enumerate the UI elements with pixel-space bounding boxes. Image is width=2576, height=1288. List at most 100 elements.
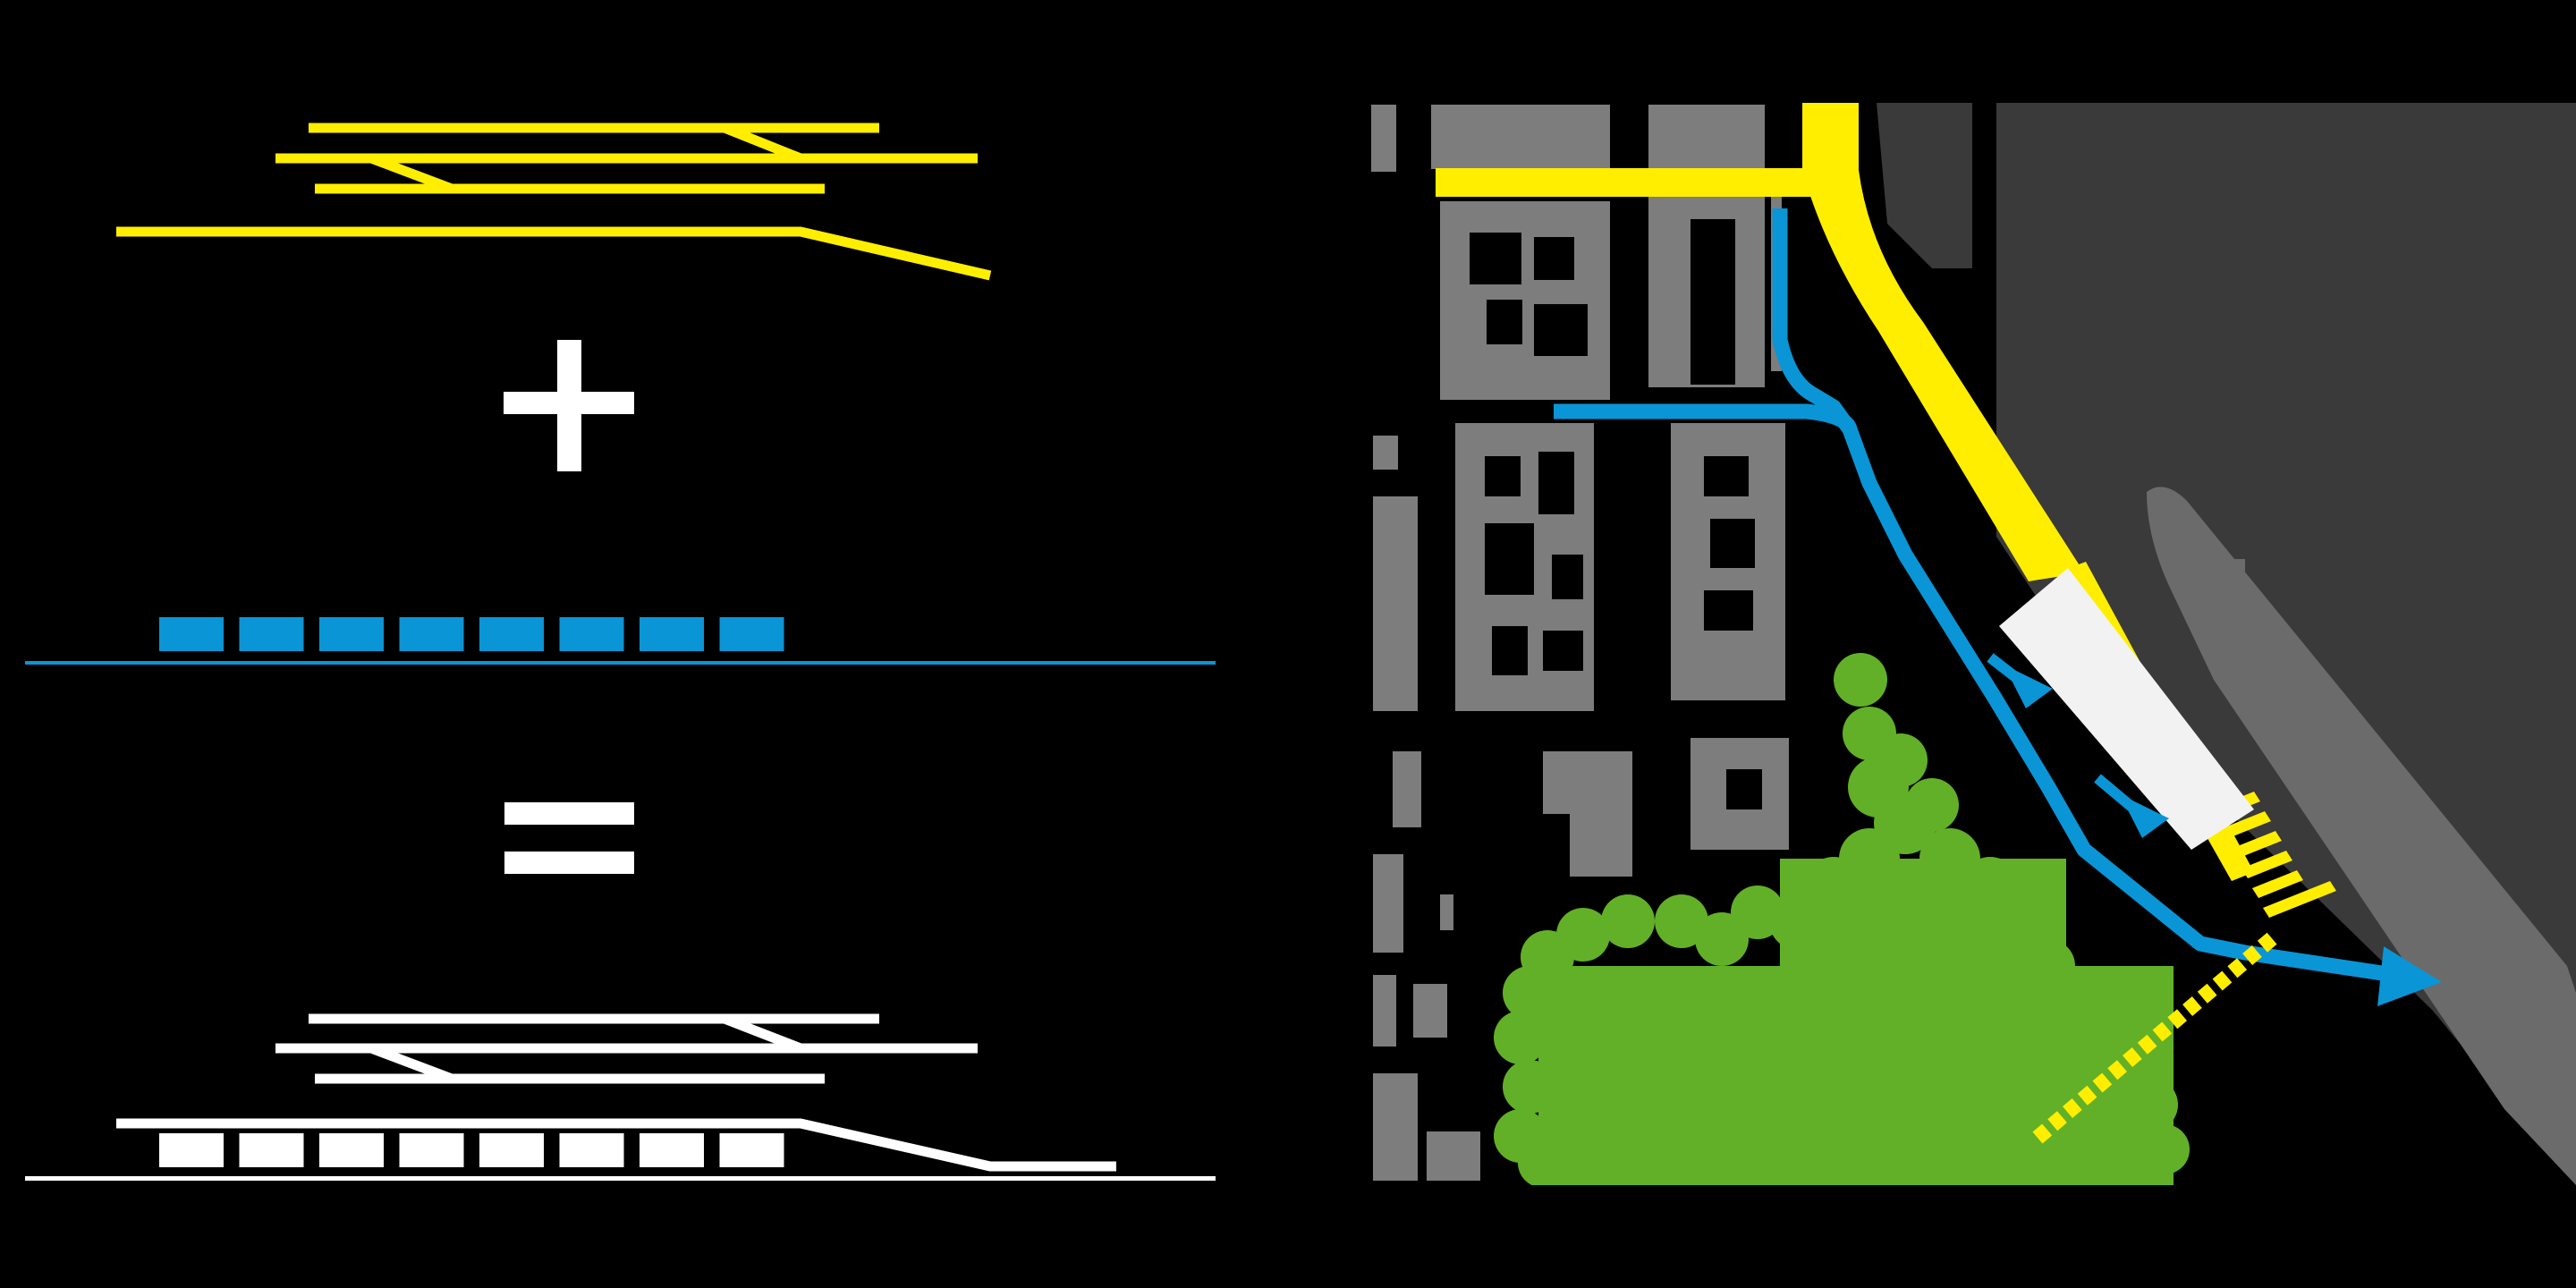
courtyard [1485,456,1521,496]
ship-bridge [2209,559,2245,586]
arrow-stem [1987,653,2034,693]
combined-result-group [25,1013,1216,1181]
city-block [1427,1131,1480,1181]
courtyard [1534,237,1574,280]
city-block [1440,201,1610,400]
blue-route [1554,208,2442,1006]
park-tree [2021,939,2075,993]
blue-unit-block [559,617,624,651]
city-block [1393,751,1421,827]
white-unit-block [319,1133,384,1167]
stair-step [2263,881,2336,918]
blue-unit-block [399,617,464,651]
stair-step [2252,870,2303,898]
park-tree [1503,966,1556,1020]
blue-units-group [25,617,1216,665]
park-tree [1601,894,1655,948]
courtyard [1710,519,1755,568]
city-block [1373,1073,1418,1181]
arrow-icon [2377,946,2442,1006]
white-unit-block [399,1133,464,1167]
courtyards [1470,219,1762,809]
left-panel [25,123,1216,1181]
track-switch-b [369,153,453,194]
courtyard [1485,523,1534,595]
terminal-building [1999,568,2254,850]
white-unit-block [159,1133,224,1167]
city-block [1373,975,1396,1046]
track-switch-a [722,123,803,164]
park-area [1494,653,2190,1185]
city-block [1413,984,1447,1038]
city-block [1373,854,1403,953]
city-block [1570,805,1632,877]
equals-sign-icon [504,802,634,874]
park-tree [1834,653,1887,707]
yellow-stairs [2209,792,2336,918]
blue-unit-block [319,617,384,651]
courtyard [1704,590,1753,631]
courtyard [1487,300,1522,344]
blue-unit-block [640,617,704,651]
park-tree [1860,868,1914,921]
plus-sign-icon [504,340,634,471]
park-tree [1995,894,2048,948]
city-block [1648,105,1765,169]
combined-switch-a [723,1013,802,1054]
blue-route-branch [1554,403,1858,433]
park-tree [1905,778,1959,832]
track-line-4 [116,226,992,281]
stair-step [2231,831,2282,859]
blue-base-line [25,661,1216,665]
city-block [1371,105,1396,172]
combined-base-line [25,1176,1216,1181]
park-tree [1503,1060,1556,1114]
courtyard [1470,233,1521,284]
blue-unit-block [239,617,304,651]
courtyard [1690,219,1735,385]
white-unit-block [640,1133,704,1167]
yellow-route-main [1802,103,2084,581]
arrow-stem [2094,774,2146,820]
city-block [1440,894,1453,930]
city-block [1373,496,1418,711]
park-tree [1655,894,1708,948]
park-tree [2124,1078,2178,1131]
white-unit-block [559,1133,624,1167]
blue-unit-block [719,617,784,651]
park-tree [2096,1036,2153,1093]
courtyard [1543,631,1583,671]
courtyard [1534,304,1588,356]
city-block [1373,436,1398,470]
courtyard [1538,452,1574,514]
white-unit-block [479,1133,544,1167]
white-unit-block [719,1133,784,1167]
park-tree [1695,912,1749,966]
park-tree [2140,1124,2190,1174]
right-panel-map [1371,103,2576,1185]
park-tree [1962,857,2019,914]
courtyard [1726,769,1762,809]
park-tree [1518,1138,1568,1185]
courtyard [1552,555,1583,599]
blue-route-line [1772,208,2408,985]
yellow-route-branch [1436,168,1820,197]
white-unit-block [239,1133,304,1167]
park-tree [1805,857,1862,914]
city-block [1543,787,1579,814]
blue-unit-block [159,617,224,651]
docked-ship [2147,487,2576,1185]
park-tree [1494,1011,1547,1064]
pier-strip [1877,103,1972,268]
courtyard [1704,456,1749,496]
blue-unit-block [479,617,544,651]
stair-step [2241,851,2292,878]
dashed-yellow-link [2032,928,2282,1144]
stair-step [2220,811,2271,839]
yellow-track-group [116,123,992,281]
city-block [1431,105,1610,169]
courtyard [1492,626,1528,675]
combined-track-4 [116,1118,1116,1172]
